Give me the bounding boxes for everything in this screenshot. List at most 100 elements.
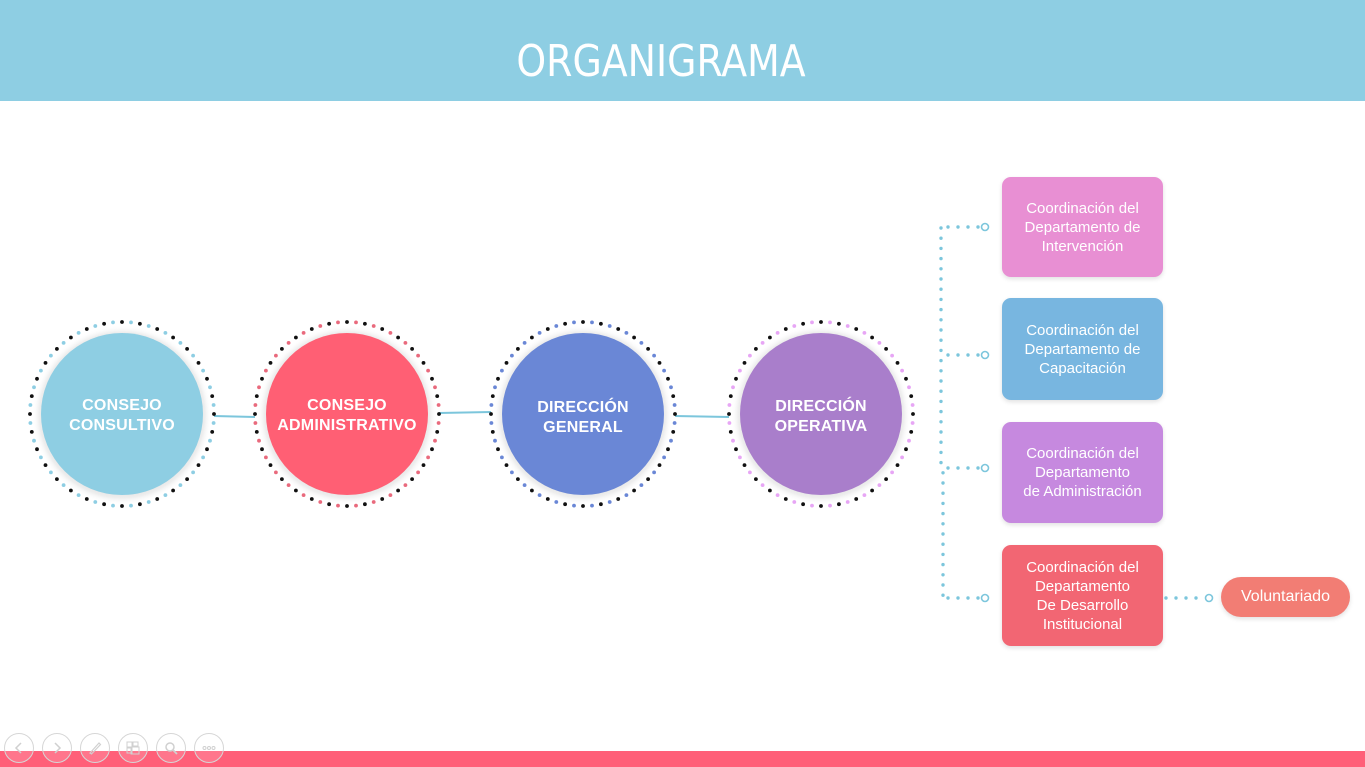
- ring-dot: [163, 493, 168, 497]
- node-direccion-general[interactable]: [489, 320, 677, 508]
- ring-dot: [496, 447, 500, 452]
- department-box-desarrollo-institucional[interactable]: Coordinación del Departamento De Desarro…: [1002, 545, 1163, 646]
- ring-dot: [632, 335, 636, 340]
- ring-dot: [877, 341, 882, 345]
- department-label: Coordinación del Departamento de Interve…: [1024, 199, 1141, 255]
- ring-dot: [61, 483, 66, 487]
- ring-dot: [496, 376, 500, 381]
- footer-bar: [0, 751, 1365, 767]
- ring-dot: [516, 477, 520, 481]
- ring-dot: [731, 438, 735, 443]
- ring-dot: [810, 320, 814, 325]
- node-label-consejo-consultivo: CONSEJO CONSULTIVO: [37, 396, 207, 436]
- ring-dot: [845, 500, 850, 504]
- ring-dot: [309, 327, 314, 331]
- ring-dot: [28, 421, 33, 425]
- ring-dot: [435, 394, 440, 398]
- branch-dot: [941, 511, 945, 516]
- ring-dot: [530, 488, 534, 493]
- branch-dot: [941, 573, 945, 577]
- ring-dot: [410, 347, 414, 351]
- ring-dot: [69, 488, 73, 493]
- ring-dot: [396, 488, 400, 493]
- ring-dot: [907, 438, 911, 443]
- ring-dot: [35, 447, 39, 452]
- ring-dot: [854, 497, 859, 501]
- label-line: CONSEJO: [307, 397, 387, 414]
- voluntariado-pill[interactable]: Voluntariado: [1221, 577, 1350, 617]
- ring-dot: [669, 385, 673, 390]
- chevron-left-icon: [14, 742, 22, 754]
- ring-dot: [657, 463, 662, 467]
- ring-dot: [877, 483, 882, 487]
- ring-dot: [652, 353, 656, 358]
- ring-dot: [904, 376, 908, 381]
- ring-dot: [178, 483, 183, 487]
- ring-dot: [895, 463, 900, 467]
- department-box-capacitacion[interactable]: Coordinación del Departamento de Capacit…: [1002, 298, 1163, 400]
- branch-dot: [976, 353, 980, 357]
- node-direccion-operativa[interactable]: [727, 320, 915, 508]
- ring-dot: [581, 504, 585, 508]
- connector-line: [438, 411, 492, 414]
- ring-dot: [545, 497, 550, 501]
- ring-dot: [371, 500, 376, 504]
- ring-dot: [327, 502, 331, 507]
- pen-button[interactable]: [80, 733, 110, 763]
- ring-dot: [363, 502, 367, 507]
- ring-dot: [61, 341, 66, 345]
- ring-dot: [754, 347, 758, 351]
- next-button[interactable]: [42, 733, 72, 763]
- ring-dot: [146, 500, 151, 504]
- ring-dot: [792, 500, 797, 504]
- branch-dot: [941, 583, 945, 587]
- ring-dot: [895, 361, 900, 365]
- ring-dot: [910, 421, 915, 425]
- label-line: DIRECCIÓN: [775, 398, 867, 415]
- ring-dot: [828, 503, 832, 508]
- ring-dot: [646, 477, 650, 481]
- ring-dot: [208, 385, 212, 390]
- branch-dot: [939, 440, 943, 444]
- label-line: CONSEJO: [82, 397, 162, 414]
- department-box-intervencion[interactable]: Coordinación del Departamento de Interve…: [1002, 177, 1163, 277]
- ring-dot: [504, 361, 509, 365]
- ring-dot: [493, 385, 497, 390]
- branch-dot: [939, 287, 943, 291]
- zoom-button[interactable]: [156, 733, 186, 763]
- ring-dot: [274, 353, 278, 358]
- more-icon: [202, 746, 216, 750]
- department-box-administracion[interactable]: Coordinación del Departamento de Adminis…: [1002, 422, 1163, 523]
- ring-dot: [410, 477, 414, 481]
- ring-dot: [632, 488, 636, 493]
- ring-dot: [268, 463, 273, 467]
- branch-dot: [941, 491, 945, 495]
- ring-dot: [554, 324, 559, 328]
- previous-button[interactable]: [4, 733, 34, 763]
- ring-dot: [294, 335, 298, 340]
- more-button[interactable]: [194, 733, 224, 763]
- node-consejo-administrativo[interactable]: [253, 320, 441, 508]
- ring-dot: [754, 477, 758, 481]
- ring-dot: [301, 493, 306, 497]
- ring-dot: [380, 497, 385, 501]
- ring-dot: [208, 438, 212, 443]
- ring-dot: [421, 361, 426, 365]
- slides-button[interactable]: [118, 733, 148, 763]
- ring-dot: [673, 412, 677, 416]
- ring-dot: [163, 331, 168, 335]
- ring-dot: [120, 504, 124, 508]
- ring-dot: [742, 463, 747, 467]
- branch-dot: [941, 481, 945, 485]
- ring-dot: [884, 347, 888, 351]
- ring-dot: [205, 447, 209, 452]
- ring-dot: [504, 463, 509, 467]
- branch-dot: [976, 596, 980, 600]
- ring-dot: [210, 394, 215, 398]
- node-consejo-consultivo[interactable]: [28, 320, 216, 508]
- ring-dot: [672, 421, 677, 425]
- ring-dot: [32, 385, 36, 390]
- ring-dot: [388, 493, 393, 497]
- ring-dot: [490, 394, 495, 398]
- branch-dot: [939, 348, 943, 353]
